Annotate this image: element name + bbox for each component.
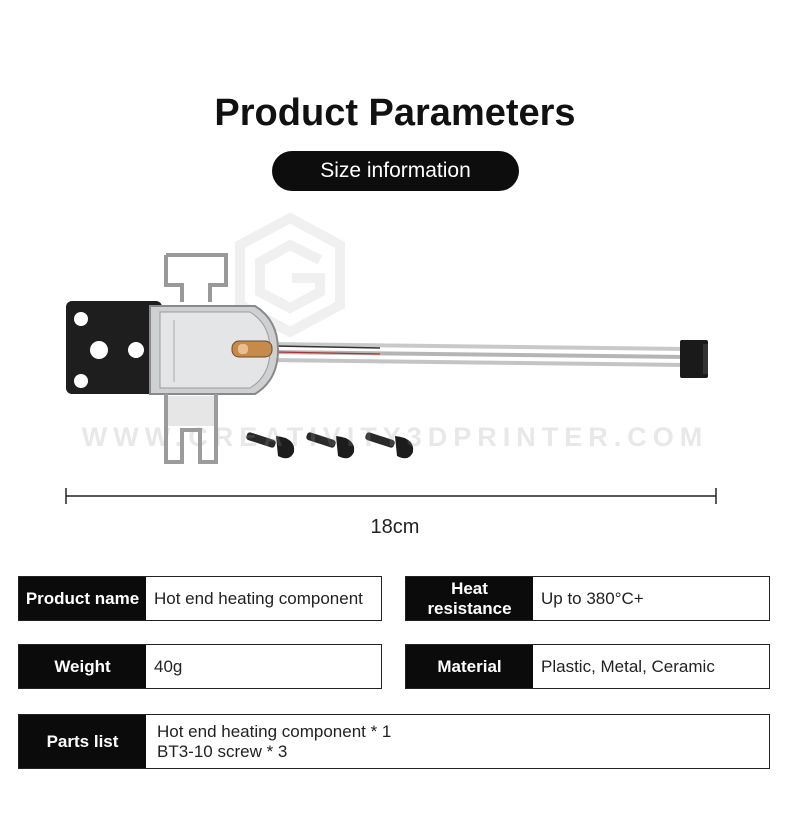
spec-value: Up to 380°C+ — [541, 588, 644, 608]
spec-label: Parts list — [19, 715, 146, 768]
spec-label: Heat resistance — [406, 577, 533, 620]
page-title: Product Parameters — [214, 92, 576, 134]
spec-weight: Weight 40g — [18, 644, 382, 689]
spec-value: 40g — [154, 656, 183, 676]
parts-list-item: BT3-10 screw * 3 — [157, 741, 288, 761]
spec-label: Material — [406, 645, 533, 688]
bracket-plate-icon — [66, 301, 162, 394]
website-watermark: WWW.CREATIVITY3DPRINTER.COM — [81, 422, 709, 452]
screw-icon — [246, 432, 295, 459]
spec-material: Material Plastic, Metal, Ceramic — [405, 644, 770, 689]
spec-label: Product name — [19, 577, 146, 620]
wire-clip-icon — [164, 253, 228, 302]
spec-label: Weight — [19, 645, 146, 688]
clip-legs-icon — [164, 394, 218, 464]
parts-list-item: Hot end heating component * 1 — [157, 721, 392, 741]
spec-value: Hot end heating component * 1 BT3-10 scr… — [146, 715, 391, 768]
screw-icon — [306, 432, 355, 459]
spec-label-line: Heat — [451, 578, 488, 598]
spec-product-name: Product name Hot end heating component — [18, 576, 382, 621]
connector-plug-icon — [680, 340, 708, 378]
screw-icon — [365, 432, 414, 459]
spec-value: Plastic, Metal, Ceramic — [541, 656, 715, 676]
logo-watermark-icon — [235, 212, 345, 338]
product-illustration — [66, 212, 708, 464]
heater-block-icon — [149, 305, 280, 395]
size-information-pill: Size information — [272, 151, 519, 191]
spec-parts-list: Parts list Hot end heating component * 1… — [18, 714, 770, 769]
spec-label-line: resistance — [427, 598, 512, 618]
dimension-line — [65, 488, 717, 504]
dimension-label: 18cm — [370, 516, 420, 538]
wire-cable-icon — [269, 342, 685, 367]
spec-value: Hot end heating component — [154, 588, 363, 608]
spec-heat-resistance: Heat resistance Up to 380°C+ — [405, 576, 770, 621]
